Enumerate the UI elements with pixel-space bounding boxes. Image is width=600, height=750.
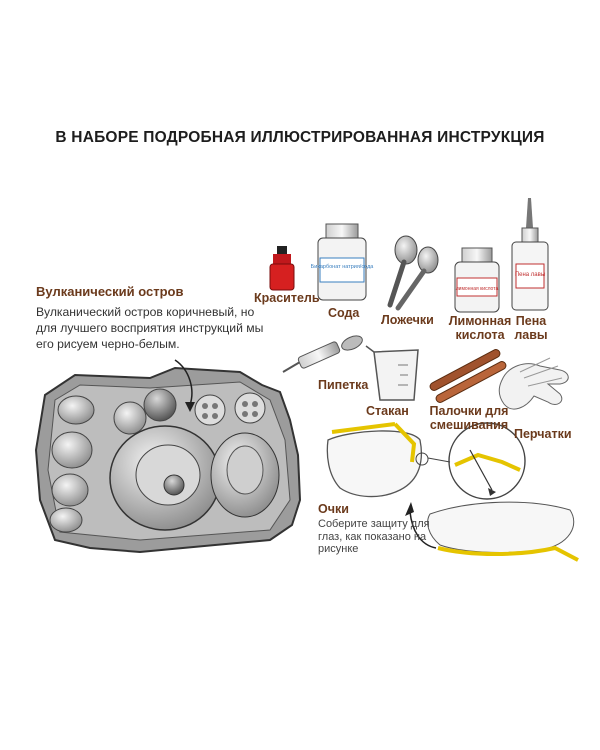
label-spoons: Ложечки: [381, 313, 434, 327]
measuring-cup-icon: [365, 345, 419, 401]
goggles-description: Соберите защиту для глаз, как показано н…: [318, 518, 430, 555]
soda-jar-label-text: Бикарбонат натрия/сода: [311, 264, 375, 270]
label-citric-acid: Лимонная кислота: [448, 314, 512, 342]
label-mixing-sticks: Палочки для смешивания: [429, 404, 509, 432]
label-pipette: Пипетка: [318, 378, 369, 392]
label-soda: Сода: [328, 306, 360, 320]
label-lava-foam: Пена лавы: [514, 314, 548, 342]
spoons-icon: [387, 235, 439, 311]
label-dye: Краситель: [254, 291, 320, 305]
island-description: Вулканический остров коричневый, но для …: [36, 305, 264, 351]
citric-jar-label-text: лимонная кислота: [456, 286, 499, 292]
page-title: В НАБОРЕ ПОДРОБНАЯ ИЛЛЮСТРИРОВАННАЯ ИНСТ…: [55, 129, 545, 146]
pipette-icon: [282, 335, 363, 373]
goggles-title: Очки: [318, 502, 349, 516]
label-gloves: Перчатки: [514, 427, 572, 441]
island-title: Вулканический остров: [36, 284, 184, 299]
citric-jar-icon: лимонная кислота: [454, 247, 500, 313]
label-cup: Стакан: [366, 404, 409, 418]
lava-bottle-icon: Пена лавы: [511, 198, 549, 311]
soda-jar-icon: Бикарбонат натрия/сода: [311, 223, 375, 301]
gloves-icon: [498, 357, 569, 410]
volcanic-island-tray: [34, 359, 302, 554]
dye-bottle-icon: [269, 246, 295, 291]
mixing-sticks-icon: [429, 349, 507, 403]
lava-bottle-label-text: Пена лавы: [515, 272, 545, 278]
goggles-icon: [326, 422, 579, 562]
